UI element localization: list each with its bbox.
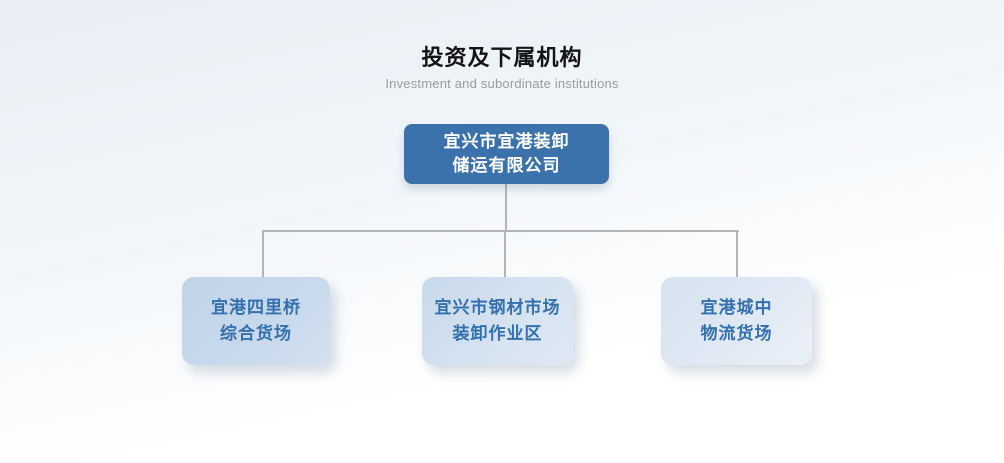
org-node-child-1-line1: 宜港四里桥: [211, 298, 301, 317]
org-node-child-3-line2: 物流货场: [700, 324, 773, 343]
connector-horizontal: [262, 230, 739, 232]
org-node-child-3-line1: 宜港城中: [700, 298, 773, 317]
org-node-child-2-line2: 装卸作业区: [452, 324, 543, 343]
page-title: 投资及下属机构: [421, 45, 583, 70]
org-node-child-2: 宜兴市钢材市场 装卸作业区: [422, 277, 573, 365]
connector-left-vertical: [262, 230, 264, 277]
org-node-root-line1: 宜兴市宜港装卸: [443, 132, 570, 151]
connector-middle-vertical: [504, 230, 506, 277]
org-node-root: 宜兴市宜港装卸 储运有限公司: [404, 124, 609, 184]
org-node-child-3: 宜港城中 物流货场: [661, 277, 812, 365]
connector-right-vertical: [736, 230, 738, 277]
org-node-child-1: 宜港四里桥 综合货场: [182, 277, 330, 365]
org-node-root-line2: 储运有限公司: [452, 156, 561, 175]
chart-header: 投资及下属机构 Investment and subordinate insti…: [0, 44, 1004, 92]
connector-root-vertical: [505, 184, 507, 231]
org-node-child-2-line1: 宜兴市钢材市场: [434, 298, 561, 317]
org-node-child-1-line2: 综合货场: [220, 324, 292, 343]
page-subtitle: Investment and subordinate institutions: [385, 76, 619, 91]
